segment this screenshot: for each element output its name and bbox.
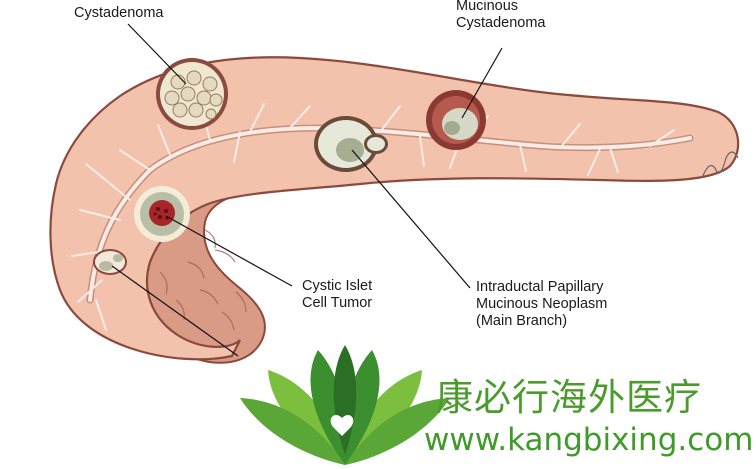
label-cystadenoma: Cystadenoma [74, 5, 163, 22]
mucinous-cystadenoma-lesion [426, 90, 486, 150]
label-mucinous-line-2: Cystadenoma [456, 15, 546, 31]
label-ipmn: Intraductal Papillary Mucinous Neoplasm … [476, 279, 607, 330]
label-mucinous-line-1: Mucinous [456, 0, 519, 14]
label-mucinous-cystadenoma: Mucinous Cystadenoma [456, 0, 545, 32]
label-islet-line-1: Cystic Islet [302, 278, 373, 294]
small-head-cyst [93, 249, 127, 275]
lotus-heart-logo [240, 345, 450, 465]
label-cystadenoma-text: Cystadenoma [74, 5, 164, 21]
cystadenoma-lesion [156, 58, 228, 130]
label-cystic-islet-cell-tumor: Cystic Islet Cell Tumor [302, 278, 372, 312]
label-ipmn-line-1: Intraductal Papillary [476, 279, 604, 295]
cystic-islet-tumor-lesion [134, 186, 190, 242]
duodenum-lobules [159, 229, 247, 331]
pancreas-body [49, 56, 740, 361]
leader-lines [111, 23, 503, 357]
artist-signature [701, 151, 739, 179]
label-islet-line-2: Cell Tumor [302, 295, 373, 311]
label-ipmn-line-3: (Main Branch) [476, 313, 568, 329]
label-ipmn-line-2: Mucinous Neoplasm [476, 296, 608, 312]
ipmn-lesion [314, 116, 388, 172]
watermark-url: www.kangbixing.com [424, 422, 754, 458]
watermark-brand-name: 康必行海外医疗 [436, 376, 702, 419]
